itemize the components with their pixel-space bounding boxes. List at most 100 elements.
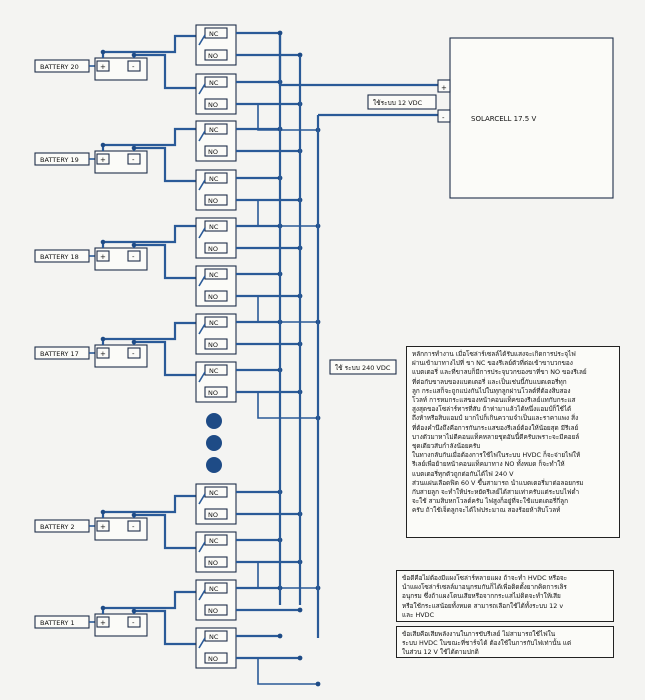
battery-minus-terminal [127, 616, 141, 628]
note-line: ถึงห้าหรือสิบแอมป์ มากไปก็เกินความจำเป็น… [412, 414, 579, 423]
battery-minus-terminal [127, 153, 141, 165]
note-line: อนุกรม ซึ่งถ้าแผงโดนเสียหรือจากกระแสไม่ต… [402, 592, 561, 601]
note-line: ข้อดีคือไม่ต้องมีแผงโซล่าร์หลายแผง ถ้าจะ… [402, 574, 568, 582]
note-line: บางตัวมาหาไม่ดีคอนแท็คหลายชุดอันนี้ดีครั… [412, 432, 580, 441]
relay-nc-contact [204, 268, 228, 280]
junction-dot [297, 607, 303, 613]
battery-plus-terminal [96, 153, 110, 165]
relay-no-contact [204, 49, 228, 61]
junction-dot [100, 605, 106, 611]
battery-label: BATTERY 2 [40, 523, 75, 531]
relay-link-wire [257, 392, 318, 419]
relay-link-wire [257, 200, 318, 227]
relay-nc-label: NC [209, 319, 219, 327]
battery-minus-terminal [127, 347, 141, 359]
relay-nc-label: NC [209, 223, 219, 231]
note-line: ครับ ถ้าใช้เจ็ดลูกจะได้ไฟประมาณ สองร้อยห… [412, 506, 561, 515]
battery-label: BATTERY 19 [40, 156, 79, 164]
relay-no-contact [204, 508, 228, 520]
relay-no-label: NO [208, 341, 218, 349]
note-line: ข้อเสียคือเสียพลังงานในการขับรีเลย์ ไม่ส… [402, 630, 556, 638]
battery-label: BATTERY 20 [40, 63, 79, 71]
relay-nc-contact [204, 364, 228, 376]
relay-no-contact [204, 338, 228, 350]
relay-nc-label: NC [209, 367, 219, 375]
battery-minus-terminal [127, 520, 141, 532]
relay-no-contact [204, 652, 228, 664]
continuation-dot [206, 457, 222, 473]
junction-dot [131, 339, 137, 345]
relay-nc-contact [204, 486, 228, 498]
relay-link-wire [257, 562, 318, 589]
battery-minus-terminal [127, 250, 141, 262]
junction-dot [100, 509, 106, 515]
battery-unit: BATTERY 19+- [34, 127, 200, 183]
battery-minus-symbol: - [132, 350, 135, 358]
battery-plus-symbol: + [100, 350, 106, 358]
continuation-dot [206, 435, 222, 451]
relay-unit: NC NO [195, 120, 303, 162]
relay-no-contact [204, 242, 228, 254]
positive-feed-wire [278, 35, 440, 87]
relay-no-contact [204, 194, 228, 206]
note-line: ในทางกลับกันเมื่อต้องการใช้ไฟในระบบ HVDC… [412, 451, 581, 460]
relay-nc-contact [204, 76, 228, 88]
note-line: ส่วนแผ่นเลือดฟิต 60 V ขึ้นสามารถ นำแบตเต… [412, 478, 584, 487]
battery-minus-terminal [127, 60, 141, 72]
junction-dot [131, 242, 137, 248]
battery-plus-symbol: + [100, 619, 106, 627]
battery-plus-terminal [96, 60, 110, 72]
relay-nc-label: NC [209, 585, 219, 593]
relay-no-label: NO [208, 245, 218, 253]
relay-nc-contact [204, 172, 228, 184]
relay-no-contact [204, 556, 228, 568]
note-line: กับสายลูก จะทำให้ประหยัดรีเลย์ได้สามเท่า… [412, 488, 580, 497]
relay-no-label: NO [208, 148, 218, 156]
battery-plus-symbol: + [100, 156, 106, 164]
note-line: ที่ต่อกับขาลบของแบตเตอรี่ และเป็นเช่นนี้… [412, 377, 567, 386]
junction-dot [277, 30, 283, 36]
relay-switch-arm [198, 541, 206, 553]
relay-no-label: NO [208, 559, 218, 567]
relay-link-wire [257, 296, 318, 323]
relay-nc-label: NC [209, 633, 219, 641]
note-line: รีเลย์เพื่อย้ายหน้าคอนแท็คมาทาง NO ทั้งห… [412, 460, 565, 469]
battery-minus-symbol: - [132, 63, 135, 71]
junction-dot [100, 336, 106, 342]
note-line: ที่ต้องคำนึงถึงคือการกันกระแสของรีเลย์ต้… [412, 423, 579, 432]
relay-nc-contact [204, 316, 228, 328]
relay-nc-label: NC [209, 489, 219, 497]
note-line: ในส่วน 12 V ใช้ได้ตามปกติ [402, 648, 479, 657]
relay-nc-contact [204, 534, 228, 546]
note-line: และ HVDC [402, 610, 435, 619]
relay-link-wire [257, 104, 318, 131]
battery-plus-symbol: + [100, 63, 106, 71]
relay-nc-label: NC [209, 30, 219, 38]
note-line: ระบบ HVDC ในขณะที่ชาร์จได้ ต้องใช้ในการก… [402, 639, 572, 648]
relay-no-contact [204, 604, 228, 616]
note-line: ชุดเดียวสับกำลังน้อยครับ [412, 442, 481, 451]
note-line: หรือใช้กระแสน้อยทั้งหมด สามารถเลือกใช้ได… [402, 601, 564, 610]
label-12v: ใช้ระบบ 12 VDC [373, 99, 423, 107]
battery-minus-symbol: - [132, 253, 135, 261]
relay-switch-arm [198, 130, 206, 142]
note-line: แบตเตอรี่ และที่ขาลบก็มีการประจุบวกของขา… [412, 368, 587, 377]
battery-minus-symbol: - [132, 619, 135, 627]
disadvantage-note: ข้อเสียคือเสียพลังงานในการขับรีเลย์ ไม่ส… [396, 626, 614, 658]
junction-dot [297, 52, 303, 58]
note-line: โวลท์ การหมกระแสของหน้าคอนแท็คของรีเลย์แ… [412, 396, 576, 405]
relay-switch-arm [198, 637, 206, 649]
relay-no-contact [204, 290, 228, 302]
label-12v-box [367, 94, 437, 110]
relay-nc-label: NC [209, 79, 219, 87]
relay-nc-label: NC [209, 126, 219, 134]
relay-nc-contact [204, 27, 228, 39]
solarcell-panel [449, 37, 614, 199]
note-line: สูงสุดของโซล่าร์ทารที่สับ ถ้าห่ามาแล้วได… [412, 405, 572, 414]
